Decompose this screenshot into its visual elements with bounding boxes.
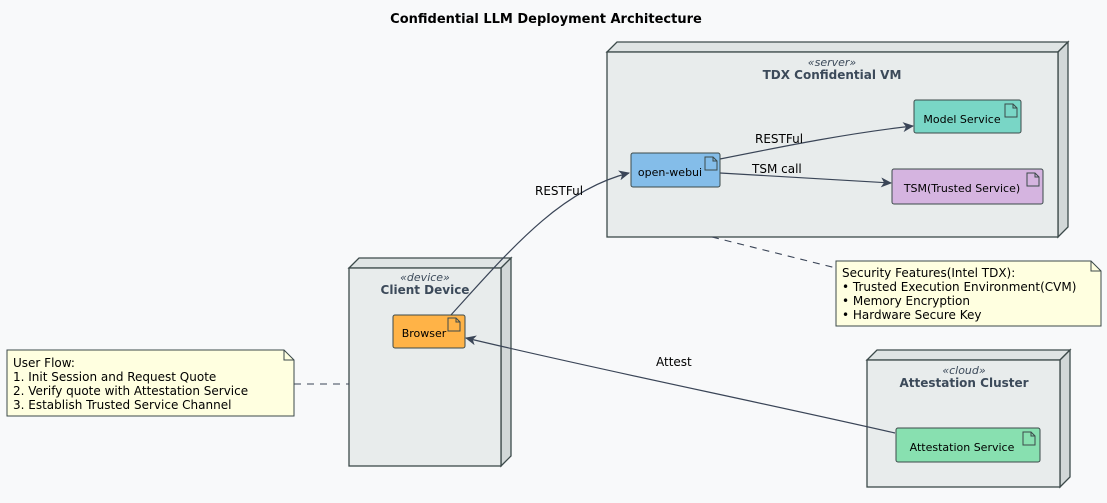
- artifact-icon: [1004, 103, 1018, 118]
- client-device-node: «device» Client Device: [347, 256, 513, 468]
- edge-webui-to-tsm: [719, 172, 892, 188]
- security-note-line: • Hardware Secure Key: [842, 308, 981, 322]
- user-flow-note: User Flow: 1. Init Session and Request Q…: [6, 349, 295, 417]
- security-features-note: Security Features(Intel TDX): • Trusted …: [835, 260, 1102, 327]
- artifact-icon: [1026, 172, 1040, 187]
- cloud-stereotype: «cloud»: [942, 364, 986, 377]
- edge-attest: [465, 335, 896, 434]
- security-note-line: • Memory Encryption: [842, 294, 970, 308]
- user-flow-note-line: 2. Verify quote with Attestation Service: [13, 384, 248, 398]
- artifact-icon: [447, 317, 461, 332]
- edge-label-webui-to-model: RESTFul: [755, 132, 803, 146]
- edge-label-browser-to-webui: RESTFul: [535, 184, 583, 198]
- note-connectors: [294, 236, 837, 385]
- device-stereotype: «device»: [400, 271, 450, 284]
- edge-webui-to-model: [719, 122, 914, 160]
- artifact-icon: [704, 156, 718, 171]
- open-webui-label: open-webui: [638, 166, 702, 179]
- component-model-service[interactable]: Model Service: [913, 99, 1022, 134]
- device-name: Client Device: [381, 283, 470, 297]
- tsm-label: TSM(Trusted Service): [903, 182, 1020, 195]
- component-tsm[interactable]: TSM(Trusted Service): [891, 168, 1044, 205]
- security-note-connector: [711, 236, 837, 269]
- security-note-line: Security Features(Intel TDX):: [842, 266, 1015, 280]
- user-flow-note-line: 3. Establish Trusted Service Channel: [13, 398, 231, 412]
- server-stereotype: «server»: [808, 56, 857, 69]
- edge-label-attest: Attest: [656, 355, 692, 369]
- edges: [449, 122, 914, 434]
- component-browser[interactable]: Browser: [392, 314, 466, 349]
- user-flow-note-line: 1. Init Session and Request Quote: [13, 370, 216, 384]
- component-attestation-service[interactable]: Attestation Service: [895, 427, 1041, 463]
- artifact-icon: [1022, 431, 1036, 446]
- edge-browser-to-webui: [449, 170, 630, 317]
- cloud-name: Attestation Cluster: [899, 376, 1028, 390]
- attestation-cluster-node: «cloud» Attestation Cluster: [865, 348, 1072, 489]
- security-note-line: • Trusted Execution Environment(CVM): [842, 280, 1076, 294]
- component-open-webui[interactable]: open-webui: [630, 152, 721, 188]
- server-node: «server» TDX Confidential VM: [605, 40, 1070, 239]
- model-service-label: Model Service: [923, 113, 1000, 126]
- attestation-service-label: Attestation Service: [910, 441, 1015, 454]
- server-name: TDX Confidential VM: [763, 68, 902, 82]
- edge-label-webui-to-tsm: TSM call: [751, 162, 802, 176]
- diagram-title: Confidential LLM Deployment Architecture: [390, 12, 702, 27]
- user-flow-note-line: User Flow:: [13, 356, 75, 370]
- browser-label: Browser: [402, 327, 447, 340]
